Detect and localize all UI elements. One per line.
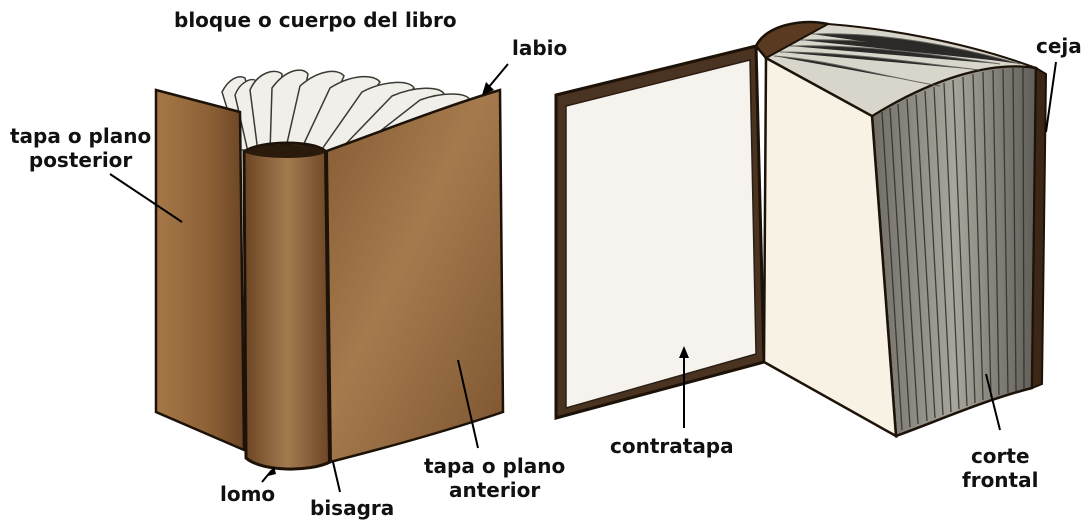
closed-book-illustration	[154, 69, 505, 471]
fore-edge-page-lines	[881, 67, 1025, 431]
first-page	[762, 55, 898, 439]
arrowhead-labio	[482, 82, 494, 95]
open-book-illustration	[554, 20, 1048, 439]
leader-lines	[109, 61, 1057, 493]
label-lomo: lomo	[220, 482, 276, 506]
label-ceja: ceja	[1036, 34, 1082, 58]
label-tapa-anterior: tapa o plano anterior	[424, 454, 565, 502]
label-labio: labio	[512, 36, 568, 60]
board-squares	[1030, 66, 1048, 390]
leader-corte-frontal	[985, 373, 1001, 431]
label-corte-frontal-line1: corte	[970, 444, 1030, 468]
leader-bisagra	[332, 461, 341, 493]
label-tapa-anterior-line1: tapa o plano	[424, 454, 566, 478]
label-tapa-posterior-line2: posterior	[28, 148, 133, 172]
label-tapa-posterior: tapa o plano posterior	[10, 124, 151, 172]
page-block-top-lines	[773, 33, 1021, 87]
leader-tapa-anterior	[457, 359, 479, 449]
hinge-groove	[324, 151, 332, 463]
leader-labio	[487, 63, 509, 89]
headcap	[244, 144, 326, 158]
fore-edge	[870, 65, 1038, 438]
label-tapa-anterior-line2: anterior	[449, 478, 541, 502]
leader-lomo	[261, 469, 273, 483]
pastedown	[565, 59, 757, 409]
front-cover	[322, 88, 505, 464]
label-corte-frontal-line2: frontal	[962, 468, 1039, 492]
arrowhead-contratapa	[679, 346, 689, 358]
label-tapa-posterior-line1: tapa o plano	[10, 124, 152, 148]
label-contratapa: contratapa	[610, 434, 734, 458]
leader-ceja	[1045, 61, 1057, 133]
label-corte-frontal: corte frontal	[962, 444, 1038, 492]
label-bloque: bloque o cuerpo del libro	[174, 8, 457, 32]
back-cover	[154, 88, 246, 452]
spine	[242, 141, 332, 471]
label-bisagra: bisagra	[310, 496, 395, 520]
leader-tapa-posterior	[109, 173, 183, 223]
arrowhead-lomo	[268, 466, 276, 476]
